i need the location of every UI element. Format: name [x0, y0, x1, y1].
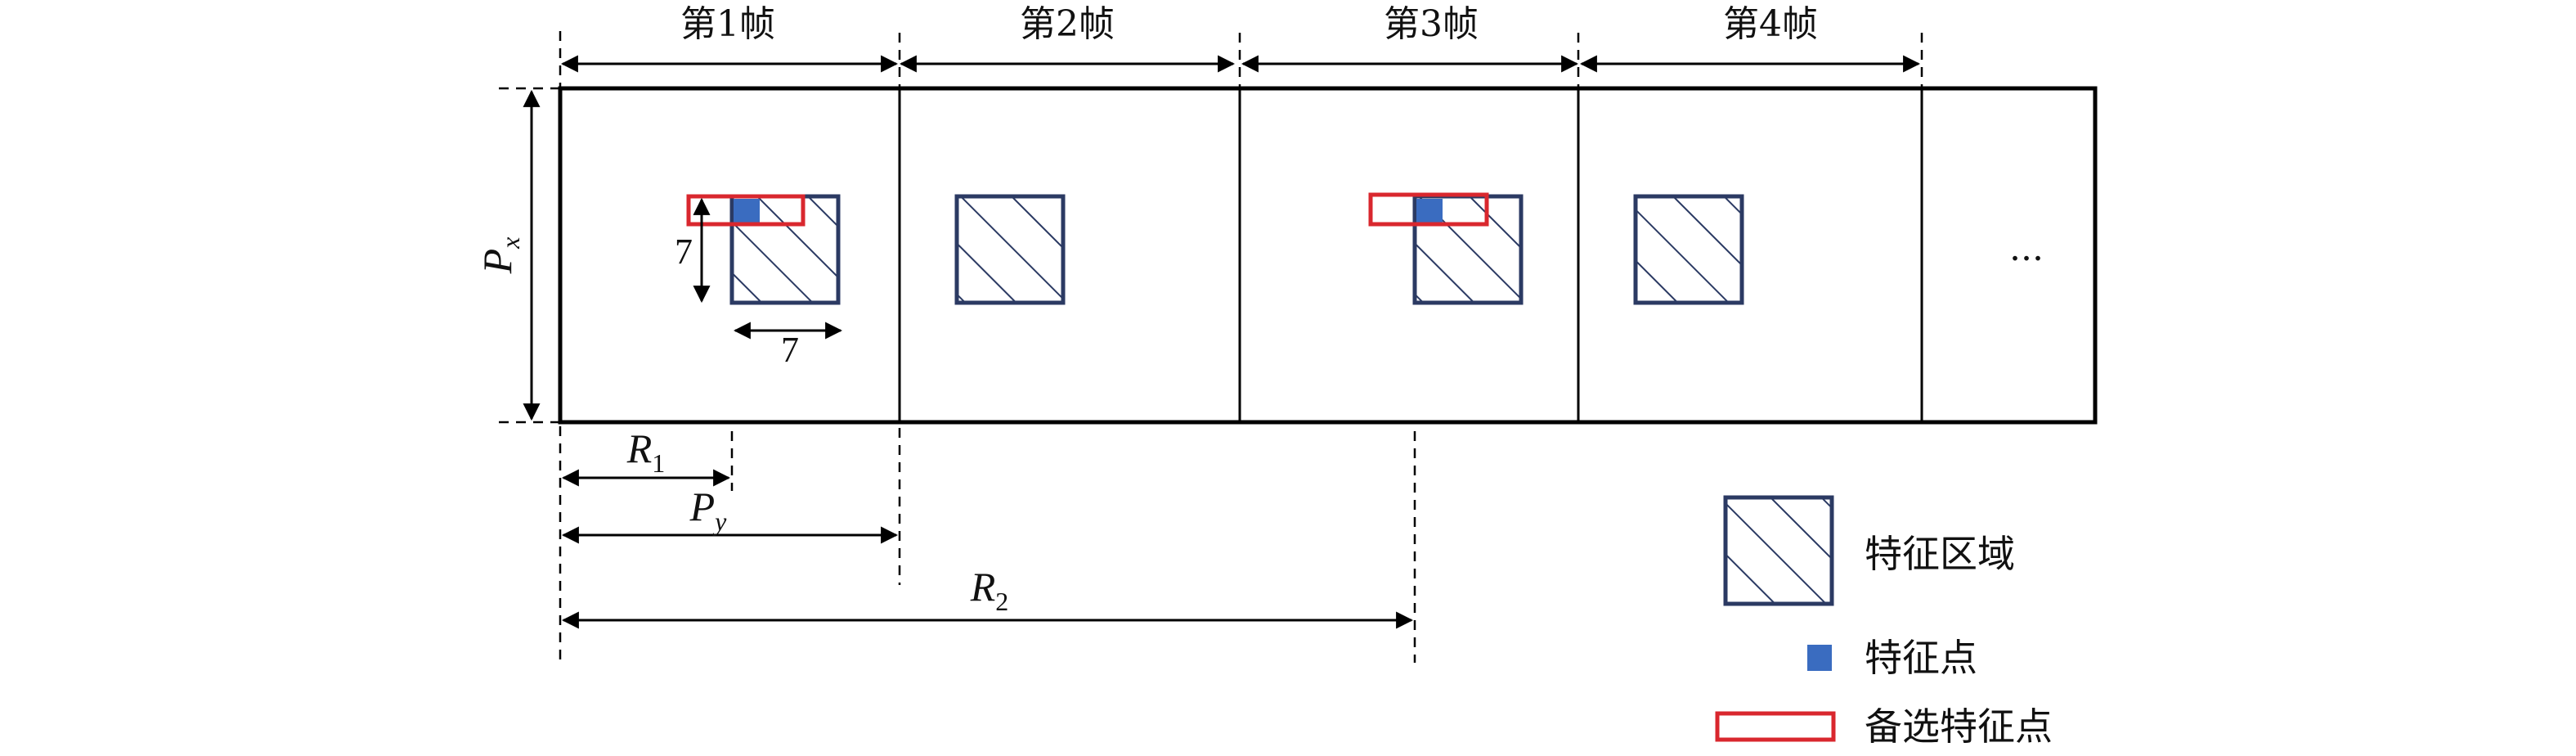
region-width-label: 7 [781, 330, 799, 370]
frame-label-3: 第3帧 [1384, 3, 1479, 45]
candidate-box-frame-3 [1368, 192, 1489, 227]
candidate-box-frame-1 [686, 194, 806, 227]
legend-candidate-label: 备选特征点 [1865, 704, 2053, 749]
svg-text:Px: Px [474, 237, 525, 275]
frame-label-4: 第4帧 [1723, 3, 1818, 45]
legend-region-label: 特征区域 [1865, 532, 2015, 576]
feature-region-frame-2 [954, 194, 1066, 305]
px-label: Px [474, 237, 525, 275]
legend-candidate-swatch [1715, 711, 1836, 742]
py-label: Py [689, 484, 728, 536]
feature-region-frame-4 [1633, 194, 1744, 305]
frame-label-1: 第1帧 [680, 3, 775, 45]
legend: 特征区域 特征点 备选特征点 [1715, 495, 2053, 749]
feature-point-frame-1 [734, 199, 760, 223]
continuation-ellipsis: ... [2009, 227, 2044, 269]
legend-region-swatch [1723, 495, 1834, 606]
legend-point-swatch [1807, 645, 1832, 671]
feature-point-frame-3 [1416, 199, 1443, 223]
r1-label: R1 [626, 425, 666, 478]
frame-dividers [898, 88, 1923, 422]
frame-label-2: 第2帧 [1020, 3, 1115, 45]
r2-label: R2 [970, 564, 1009, 616]
legend-point-label: 特征点 [1865, 636, 1977, 680]
region-height-label: 7 [675, 232, 693, 272]
